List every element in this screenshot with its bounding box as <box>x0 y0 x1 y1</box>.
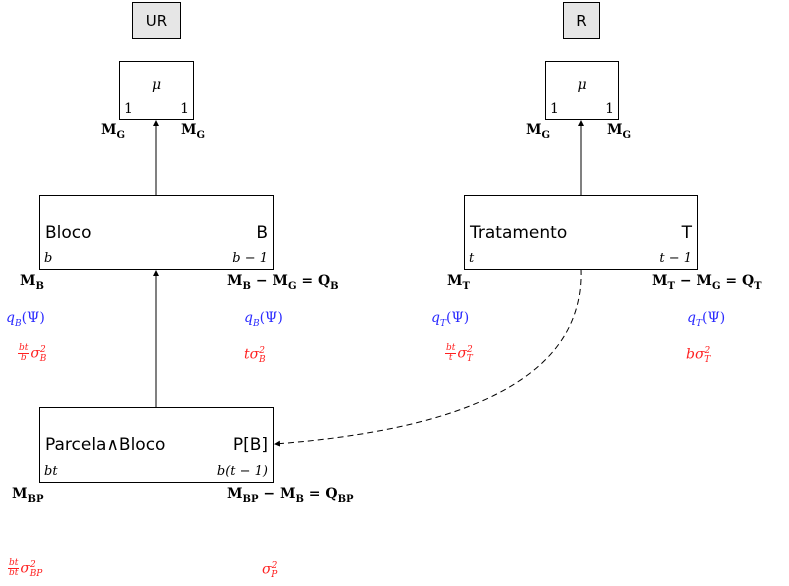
block-abbr: B <box>256 223 268 243</box>
plot-levels: bt <box>44 464 58 479</box>
treatment-node: Tratamento T t t − 1 <box>464 195 698 270</box>
treatment-abbr: T <box>681 223 692 243</box>
mean-levels: 1 <box>124 101 133 117</box>
plot-name: Parcela∧Bloco <box>45 435 166 455</box>
block-q-left: qB(Ψ) <box>6 310 45 329</box>
block-node: Bloco B b b − 1 <box>39 195 274 270</box>
right-mean-node: μ 1 1 <box>545 61 619 120</box>
block-name: Bloco <box>45 223 92 243</box>
tag-randomized: R <box>563 2 600 39</box>
treatment-levels: t <box>469 251 475 266</box>
tag-randomized-label: R <box>576 11 587 30</box>
mean-df: 1 <box>180 101 189 117</box>
right-mean-ms-right: MG <box>607 122 632 141</box>
block-q-right: qB(Ψ) <box>244 310 283 329</box>
plot-node: Parcela∧Bloco P[B] bt b(t − 1) <box>39 407 274 483</box>
treatment-variance-right: bσ2T <box>686 346 711 366</box>
tag-unrandomized-label: UR <box>145 11 168 30</box>
plot-df: b(t − 1) <box>216 464 268 479</box>
mean-symbol: μ <box>151 77 162 93</box>
block-ms-left: MB <box>20 273 44 292</box>
mean-symbol: μ <box>577 77 587 93</box>
tag-unrandomized: UR <box>132 2 181 39</box>
block-ms-right: MB − MG = QB <box>227 273 339 292</box>
treatment-q-right: qT(Ψ) <box>687 310 726 329</box>
left-mean-ms-left: MG <box>101 122 126 141</box>
treatment-name: Tratamento <box>470 223 568 243</box>
treatment-df: t − 1 <box>659 251 692 266</box>
dashed-arrow-treatment-to-plot <box>274 268 582 447</box>
mean-levels: 1 <box>550 101 559 117</box>
block-df: b − 1 <box>232 251 268 266</box>
left-mean-ms-right: MG <box>181 122 206 141</box>
plot-variance-right: σ2P <box>262 561 278 581</box>
block-levels: b <box>44 251 53 266</box>
plot-ms-right: MBP − MB = QBP <box>227 486 354 505</box>
block-variance-right: tσ2B <box>244 346 266 366</box>
treatment-ms-left: MT <box>447 273 470 292</box>
treatment-ms-right: MT − MG = QT <box>652 273 762 292</box>
treatment-q-left: qT(Ψ) <box>431 310 470 329</box>
plot-abbr: P[B] <box>232 435 268 455</box>
right-mean-ms-left: MG <box>526 122 551 141</box>
mean-df: 1 <box>605 101 614 117</box>
left-mean-node: μ 1 1 <box>119 61 194 120</box>
plot-ms-left: MBP <box>12 486 44 505</box>
